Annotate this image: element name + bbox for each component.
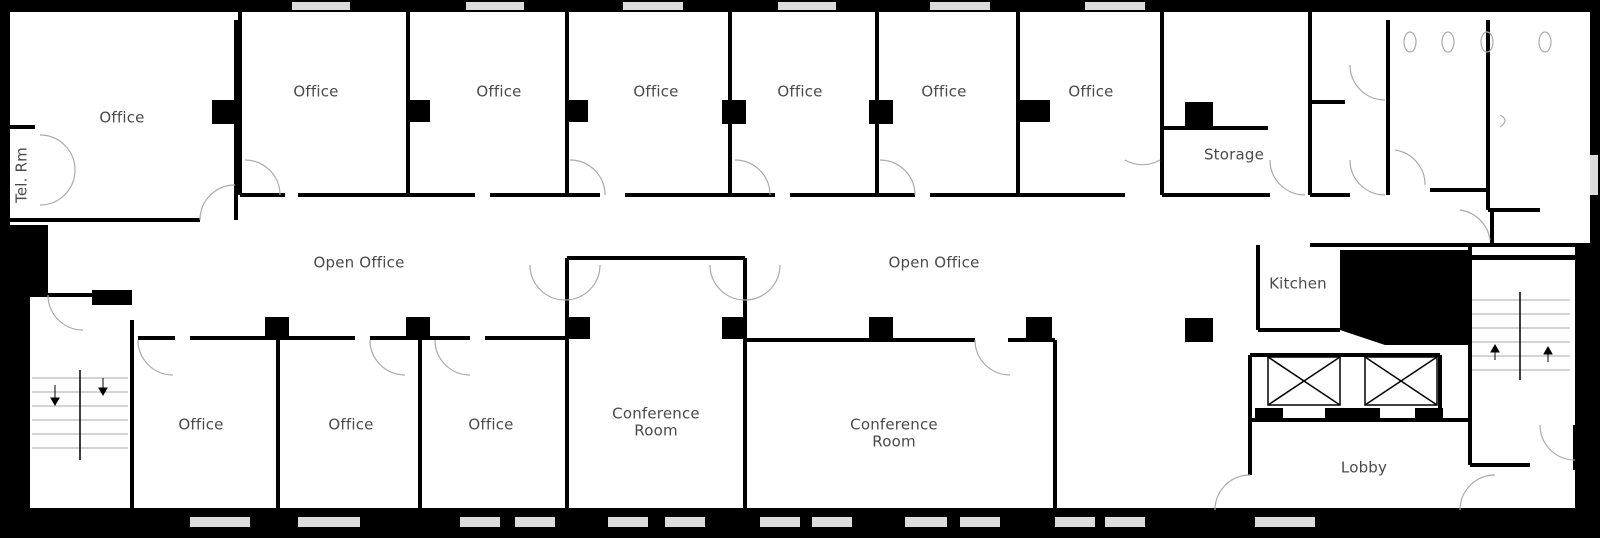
room-label-office-4: Office [777, 82, 823, 101]
sink-icon [1499, 114, 1506, 128]
room-label-office-nw: Office [99, 108, 145, 127]
room-label-open-office-west: Open Office [313, 253, 405, 272]
stair-arrow-down-icon [50, 378, 108, 407]
room-label-office-s2: Office [328, 415, 374, 434]
stair-west [32, 370, 128, 460]
room-label-lobby: Lobby [1340, 458, 1388, 477]
windows-bottom [190, 155, 1598, 527]
toilet-icon [1403, 31, 1552, 53]
room-label-office-5: Office [921, 82, 967, 101]
windows-top [292, 2, 1145, 10]
room-label-office-6: Office [1068, 82, 1114, 101]
columns [92, 100, 1443, 422]
room-label-conference-1-line2: Room [634, 421, 678, 440]
room-label-office-1: Office [293, 82, 339, 101]
room-label-office-s1: Office [178, 415, 224, 434]
stair-east [1472, 292, 1570, 380]
stair-arrow-up-icon [1490, 343, 1553, 362]
room-label-office-2: Office [476, 82, 522, 101]
room-label-tel-rm: Tel. Rm [12, 147, 31, 203]
elevator-icon [1267, 356, 1438, 406]
door-swing-icon [39, 64, 1576, 511]
room-label-conference-1-line1: Conference [612, 404, 700, 423]
room-label-conference-2-line1: Conference [850, 415, 938, 434]
room-label-office-s3: Office [468, 415, 514, 434]
room-label-open-office-east: Open Office [888, 253, 980, 272]
room-label-office-3: Office [633, 82, 679, 101]
room-label-conference-2-line2: Room [872, 432, 916, 451]
room-label-storage: Storage [1203, 145, 1265, 164]
room-label-kitchen: Kitchen [1269, 274, 1327, 293]
